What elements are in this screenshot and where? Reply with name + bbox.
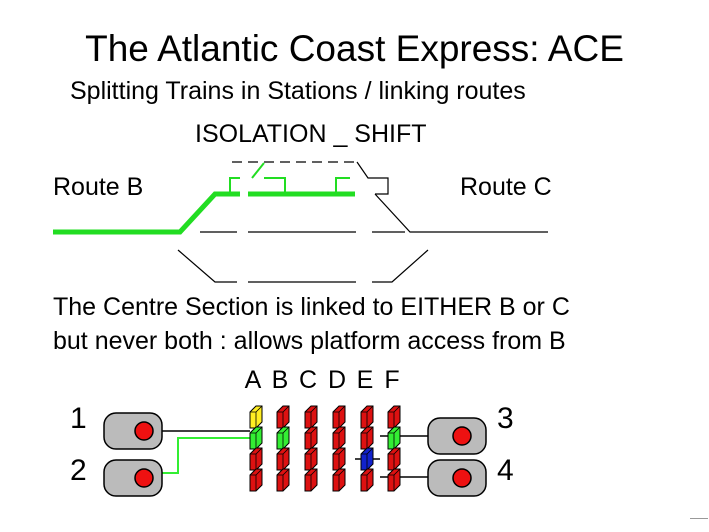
- column-label-b: B: [271, 366, 289, 394]
- route-c-track-upper: [374, 193, 548, 233]
- subtitle: Splitting Trains in Stations / linking r…: [70, 77, 526, 105]
- port-label-1: 1: [70, 402, 87, 435]
- lower-loop-left: [177, 249, 237, 283]
- port-2: [103, 459, 163, 497]
- page-title: The Atlantic Coast Express: ACE: [85, 28, 624, 69]
- column-label-c: C: [298, 366, 318, 394]
- column-label-f: F: [384, 366, 400, 394]
- column-label-d: D: [327, 366, 347, 394]
- isolation-shift-label: ISOLATION _ SHIFT: [195, 120, 427, 148]
- route-b-label: Route B: [53, 173, 144, 201]
- port-label-4: 4: [497, 454, 514, 487]
- description-line-1: The Centre Section is linked to EITHER B…: [53, 293, 570, 321]
- port-3-led: [452, 426, 472, 446]
- active-route-b-track: [53, 191, 240, 235]
- isolator-contact-a: [229, 177, 240, 194]
- lower-loop-right: [372, 249, 429, 283]
- switch-block-array: [249, 405, 401, 492]
- port-1-led: [134, 421, 154, 441]
- column-label-a: A: [244, 366, 262, 394]
- wire-port-2: [160, 437, 250, 474]
- port-1: [103, 412, 163, 450]
- isolator-contact-c: [335, 177, 350, 194]
- port-label-2: 2: [70, 454, 87, 487]
- route-c-label: Route C: [460, 173, 552, 201]
- port-4: [427, 459, 487, 497]
- isolator-switch-arm: [251, 162, 265, 179]
- column-label-e: E: [356, 366, 374, 394]
- route-c-contact: [356, 161, 389, 195]
- port-2-led: [134, 468, 154, 488]
- port-label-3: 3: [497, 402, 514, 435]
- port-3: [427, 417, 487, 455]
- description-line-2: but never both : allows platform access …: [53, 327, 566, 355]
- track-layout: [53, 161, 548, 283]
- slide-corner-mark: [690, 518, 708, 519]
- isolator-contact-b: [264, 177, 286, 194]
- port-4-led: [452, 468, 472, 488]
